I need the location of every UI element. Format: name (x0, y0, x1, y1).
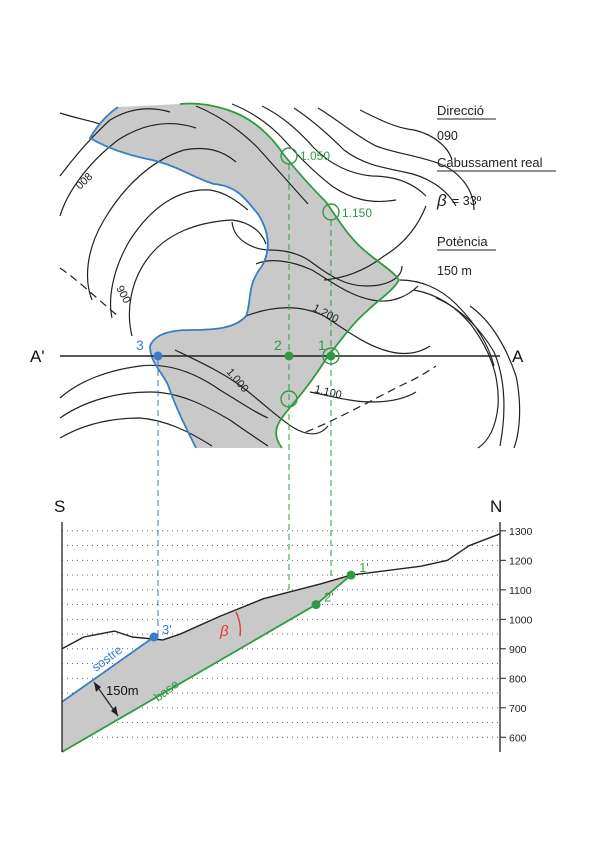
y-tick-label: 1300 (509, 526, 533, 538)
profile-right-label: N (490, 497, 502, 516)
contour-line (59, 417, 213, 447)
contour-line (413, 289, 499, 449)
contour-line (231, 103, 397, 203)
green-contour-label-1150: 1.150 (342, 206, 372, 220)
dip-value: = 33º (452, 194, 482, 208)
y-tick-label: 700 (509, 703, 527, 715)
contour-line (59, 112, 101, 125)
y-tick-label: 1000 (509, 614, 533, 626)
green-contour-label-1050: 1.050 (300, 149, 330, 163)
y-tick-label: 600 (509, 732, 527, 744)
profile-points: 3' 2' 1' (149, 560, 369, 642)
contour-line (110, 189, 249, 319)
contour-line (261, 105, 427, 197)
dip-label: Cabussament real (437, 155, 543, 170)
profile-lines (61, 533, 501, 753)
y-tick-label: 900 (509, 644, 527, 656)
y-tick-label: 800 (509, 673, 527, 685)
thickness-annotation: 150m (106, 683, 139, 698)
profile-left-label: S (54, 497, 65, 516)
y-axis: 600 700 800 900 1000 1100 1200 1300 (500, 526, 533, 744)
thickness-label: Potència (437, 234, 488, 249)
contour-line (86, 147, 237, 301)
profile-point-label: 3' (162, 622, 172, 637)
profile-point-label: 1' (359, 560, 369, 575)
topographic-profile-line (61, 533, 501, 650)
direction-label: Direcció (437, 103, 484, 118)
contour-line (469, 305, 521, 449)
y-tick-label: 1200 (509, 555, 533, 567)
top-contact-line (88, 106, 269, 449)
map-point-3 (153, 351, 163, 361)
contour-line (195, 105, 309, 205)
top-contact-profile-line (61, 636, 155, 703)
contour-line (59, 122, 197, 217)
contour-line (317, 107, 475, 211)
contour-line (128, 219, 267, 337)
dip-angle-arc (235, 611, 242, 637)
dip-symbol: β (436, 191, 447, 210)
profile-point-label: 2' (324, 590, 334, 605)
contour-line (293, 107, 457, 207)
stratum-fill (62, 575, 352, 752)
section-right-label: A (512, 347, 524, 366)
profile-point (149, 632, 159, 642)
thickness-arrowhead (94, 682, 101, 692)
contour-line (59, 108, 171, 177)
contour-line (59, 364, 269, 419)
contour-label-1100: 1.100 (313, 383, 343, 401)
profile-point (346, 570, 356, 580)
thickness-value: 150 m (437, 264, 472, 278)
contour-line (399, 279, 495, 367)
contour-line (231, 221, 403, 287)
map-point-label-3: 3 (136, 337, 144, 353)
section-left-label: A' (30, 347, 45, 366)
profile-point (311, 600, 321, 610)
dashed-line (305, 365, 437, 433)
dip-angle-label: β (219, 623, 229, 640)
map-point-label-2: 2 (274, 337, 282, 353)
thickness-arrowhead (111, 706, 118, 716)
base-contact-line (179, 102, 401, 449)
stratum-area (62, 575, 352, 752)
contour-line (323, 205, 427, 281)
contour-line (255, 260, 419, 302)
outcrop-area (90, 103, 399, 449)
geologic-map: A' A 900 008 1.000 1.100 1.200 1.050 1.1… (30, 102, 524, 449)
direction-value: 090 (437, 129, 458, 143)
contour-label-800: 008 (74, 171, 96, 192)
profile-grid (62, 530, 500, 738)
contour-line (59, 391, 269, 447)
contour-line (359, 109, 453, 161)
contour-line (435, 297, 505, 447)
contour-line (174, 349, 329, 435)
contour-line (309, 391, 417, 403)
dashed-line (59, 267, 119, 317)
y-tick-label: 1100 (509, 585, 532, 597)
map-point-label-1: 1 (318, 337, 326, 353)
legend: Direcció 090 Cabussament real β = 33º Po… (436, 103, 556, 278)
